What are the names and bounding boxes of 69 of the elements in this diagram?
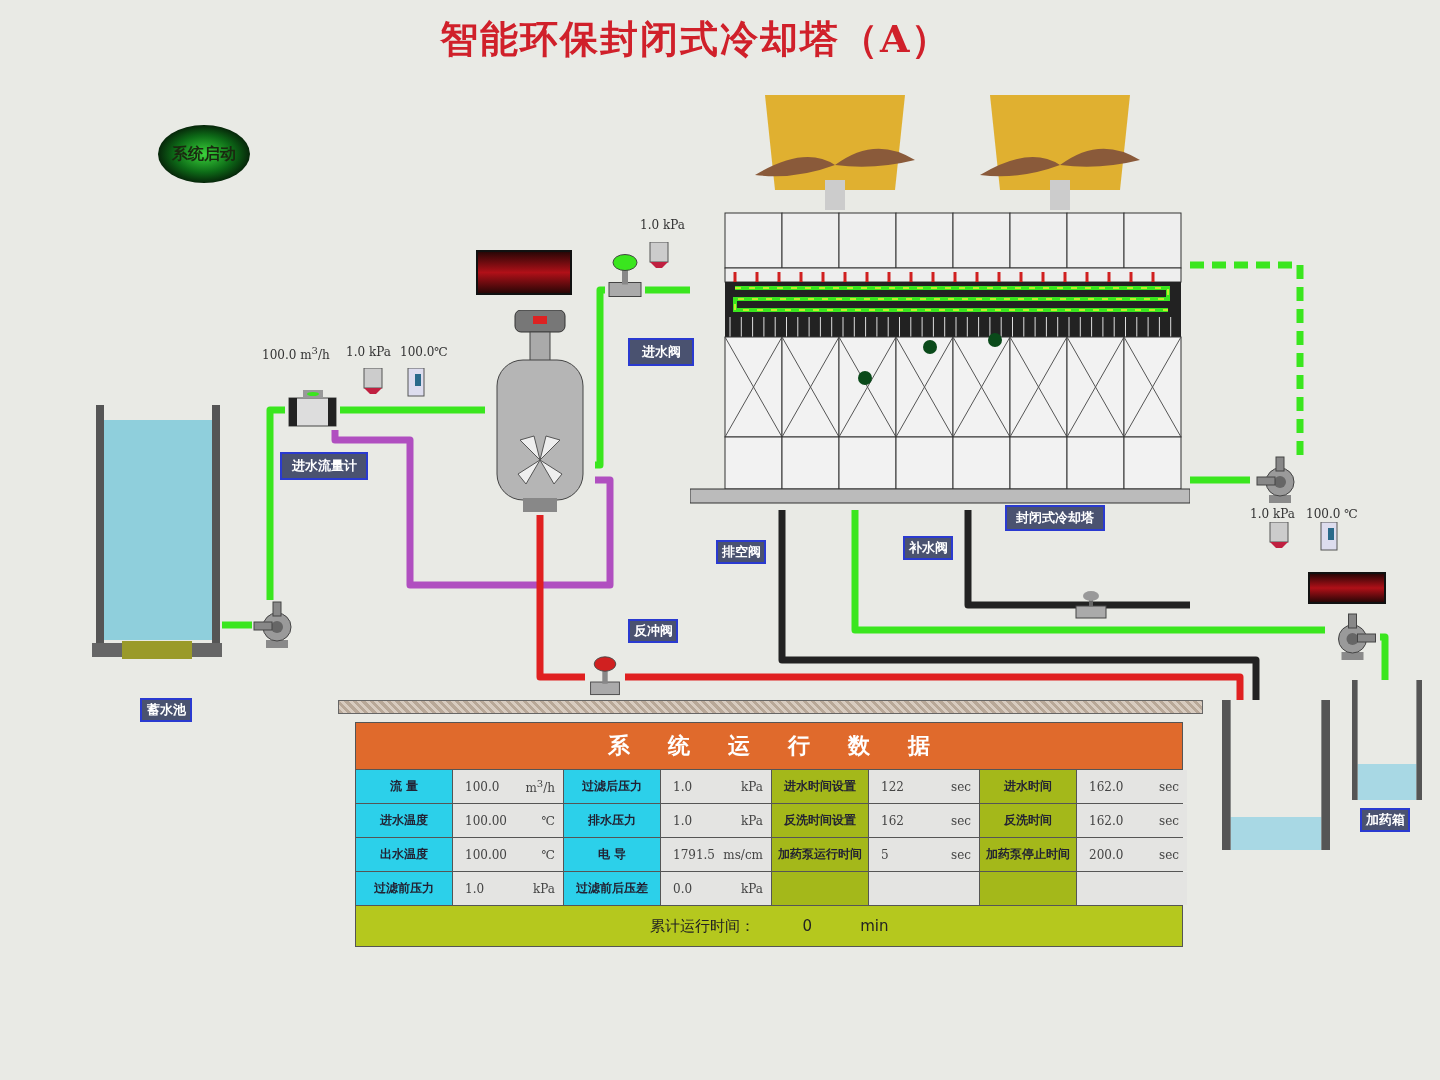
- runtime-text: min: [860, 917, 889, 935]
- sensor-reading: 1.0 kPa: [346, 345, 391, 359]
- parameter-name-cell: 进水时间: [980, 770, 1076, 803]
- runtime-text: 累计运行时间：: [649, 916, 755, 936]
- status-display: [476, 250, 572, 295]
- value-text: 100.0: [465, 779, 500, 794]
- start-button: 系统启动: [158, 125, 250, 183]
- parameter-name-cell: 进水时间设置: [772, 770, 868, 803]
- equipment-tag: 进水流量计: [280, 452, 368, 480]
- unit-text: sec: [1159, 779, 1179, 794]
- unit-text: sec: [1159, 847, 1179, 862]
- table-header: 系统运行数据: [356, 723, 1182, 769]
- sensor-reading: 100.0℃: [400, 345, 448, 359]
- water-pool-drawing: [92, 405, 222, 660]
- sensor-reading: 100.0 ℃: [1306, 507, 1358, 521]
- unit-text: kPa: [741, 813, 763, 828]
- parameter-name-cell: 流 量: [356, 770, 452, 803]
- unit-text: kPa: [533, 881, 555, 896]
- equipment-tag: 加药箱: [1360, 808, 1410, 832]
- dosing-tank-drawing: [1352, 680, 1422, 800]
- parameter-name-cell: 进水温度: [356, 804, 452, 837]
- value-text: 200.0: [1089, 847, 1124, 862]
- unit-text: sec: [951, 779, 971, 794]
- parameter-name-cell: 过滤前后压差: [564, 872, 660, 905]
- unit-text: sec: [951, 847, 971, 862]
- flowmeter-icon: [285, 390, 340, 430]
- sensor-reading: 100.0 m$^{3}$/h: [262, 345, 330, 362]
- parameter-name-cell: 反洗时间: [980, 804, 1076, 837]
- equipment-tag: 封闭式冷却塔: [1005, 505, 1105, 531]
- unit-text: ℃: [541, 847, 555, 862]
- runtime-text: 0: [802, 917, 813, 935]
- value-text: 100.00: [465, 847, 507, 862]
- equipment-tag: 反冲阀: [628, 619, 678, 643]
- equipment-tag: 蓄水池: [140, 698, 192, 722]
- parameter-name-cell: 出水温度: [356, 838, 452, 871]
- value-text: 122: [881, 779, 904, 794]
- value-text: 1.0: [465, 881, 485, 896]
- value-text: 0.0: [673, 881, 693, 896]
- value-text: 1791.5: [673, 847, 715, 862]
- value-text: 1.0: [673, 813, 693, 828]
- parameter-name-cell: 反洗时间设置: [772, 804, 868, 837]
- value-text: 162.0: [1089, 813, 1124, 828]
- parameter-name-cell: 电 导: [564, 838, 660, 871]
- sensor-reading: 1.0 kPa: [640, 218, 685, 232]
- value-text: 1.0: [673, 779, 693, 794]
- value-text: 100.00: [465, 813, 507, 828]
- parameter-name-cell: 加药泵运行时间: [772, 838, 868, 871]
- equipment-tag: 进水阀: [628, 338, 694, 366]
- unit-text: kPa: [741, 779, 763, 794]
- unit-text: sec: [1159, 813, 1179, 828]
- sensor-reading: 1.0 kPa: [1250, 507, 1295, 521]
- value-text: 162.0: [1089, 779, 1124, 794]
- unit-text: ms/cm: [723, 847, 763, 862]
- status-display: [1308, 572, 1386, 604]
- unit-text: sec: [951, 813, 971, 828]
- value-text: 162: [881, 813, 904, 828]
- parameter-name-cell: 过滤后压力: [564, 770, 660, 803]
- parameter-name-cell: 加药泵停止时间: [980, 838, 1076, 871]
- platform-slab: [338, 700, 1203, 714]
- equipment-tag: 补水阀: [903, 536, 953, 560]
- page-title: 智能环保封闭式冷却塔（A）: [440, 15, 952, 63]
- collection-tank-drawing: [1222, 700, 1330, 850]
- unit-text: kPa: [741, 881, 763, 896]
- parameter-name-cell: 过滤前压力: [356, 872, 452, 905]
- value-text: 5: [881, 847, 889, 862]
- parameter-name-cell: 排水压力: [564, 804, 660, 837]
- equipment-tag: 排空阀: [716, 540, 766, 564]
- unit-text: ℃: [541, 813, 555, 828]
- unit-text: m$^{3}$/h: [525, 778, 555, 795]
